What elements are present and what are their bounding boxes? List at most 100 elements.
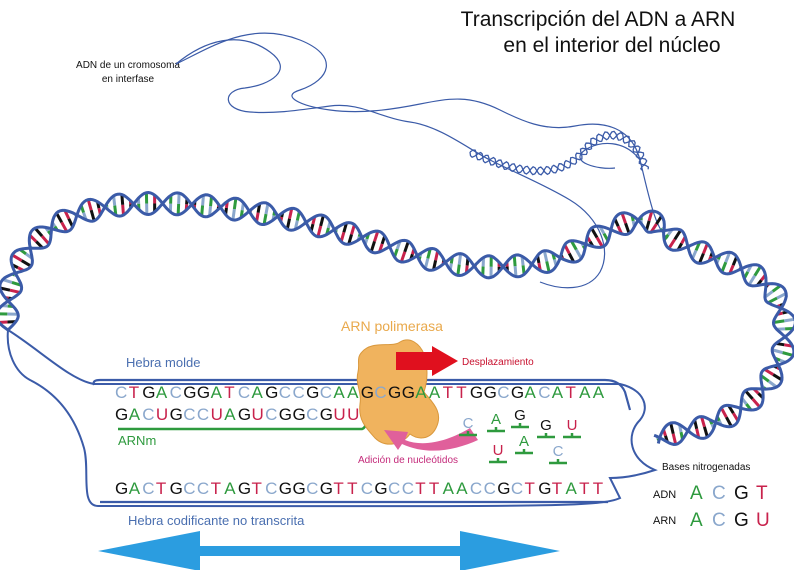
base-pair-rung xyxy=(513,265,518,277)
template-base: A xyxy=(579,383,591,402)
coding-base: T xyxy=(252,479,262,498)
free-nucleotide: A xyxy=(491,411,501,428)
template-base: T xyxy=(456,383,466,402)
base-pair-rung xyxy=(620,212,627,224)
template-base: T xyxy=(224,383,234,402)
mrna-base: A xyxy=(224,405,236,424)
base-pair-rung xyxy=(40,235,51,246)
mrna-base: U xyxy=(252,405,264,424)
chromosome-label-line-1: ADN de un cromosoma xyxy=(76,60,180,71)
base-pair-rung xyxy=(369,241,376,253)
free-nucleotide: G xyxy=(540,417,552,434)
base-pair-rung xyxy=(724,251,732,263)
coding-base: G xyxy=(115,479,128,498)
base-pair-rung xyxy=(784,317,794,323)
coding-base: C xyxy=(388,479,400,498)
template-base: G xyxy=(511,383,524,402)
base-pair-rung xyxy=(403,240,410,253)
coding-base: C xyxy=(265,479,277,498)
template-base: G xyxy=(197,383,210,402)
template-base: A xyxy=(415,383,427,402)
template-base: C xyxy=(170,383,182,402)
base-pair-rung xyxy=(771,348,784,355)
template-base: G xyxy=(361,383,374,402)
mrna-base: G xyxy=(238,405,251,424)
base-pair-rung xyxy=(86,199,93,211)
dna-double-helix xyxy=(0,130,794,447)
coding-base: A xyxy=(566,479,578,498)
base-pair-rung xyxy=(782,351,794,357)
coding-base: T xyxy=(552,479,562,498)
coding-base: C xyxy=(361,479,373,498)
template-base: G xyxy=(402,383,415,402)
template-base: C xyxy=(497,383,509,402)
base-pair-rung xyxy=(89,209,96,222)
base-pair-rung xyxy=(399,251,407,263)
base-pair-rung xyxy=(751,397,761,409)
template-base: G xyxy=(306,383,319,402)
title-line-2: en el interior del núcleo xyxy=(503,34,720,57)
template-base: A xyxy=(252,383,264,402)
base-pair-rung xyxy=(456,264,461,276)
legend-base: G xyxy=(734,483,749,504)
base-pair-rung xyxy=(373,230,380,242)
template-base: C xyxy=(238,383,250,402)
base-pair-rung xyxy=(772,373,783,382)
base-pair-rung xyxy=(285,218,291,230)
base-pair-rung xyxy=(232,197,238,210)
polymerase-label: ARN polimerasa xyxy=(341,318,443,334)
coding-base: T xyxy=(156,479,166,498)
base-pair-rung xyxy=(776,292,787,300)
free-nucleotide: U xyxy=(567,417,578,434)
coding-base: G xyxy=(170,479,183,498)
template-base: A xyxy=(429,383,441,402)
legend-base: T xyxy=(756,483,768,504)
coding-base: C xyxy=(197,479,209,498)
mrna-base: U xyxy=(156,405,168,424)
coding-base: T xyxy=(333,479,343,498)
base-pair-rung xyxy=(11,253,23,262)
base-pair-rung xyxy=(288,208,294,220)
template-backbone xyxy=(92,378,632,411)
legend-base: U xyxy=(756,510,770,531)
legend-base: A xyxy=(690,510,703,531)
base-pair-rung xyxy=(316,225,323,238)
template-base: C xyxy=(115,383,127,402)
mrna-base: C xyxy=(306,405,318,424)
base-pair-rung xyxy=(55,212,63,224)
base-pair-rung xyxy=(542,250,549,262)
template-base: T xyxy=(129,383,139,402)
base-pair-rung xyxy=(0,286,11,292)
base-pair-rung xyxy=(423,258,430,269)
template-base: G xyxy=(470,383,483,402)
legend-base: C xyxy=(712,483,726,504)
template-base: A xyxy=(593,383,605,402)
base-pair-rung xyxy=(671,433,678,445)
legend-base: C xyxy=(712,510,726,531)
template-base: T xyxy=(443,383,453,402)
base-pair-rung xyxy=(120,194,125,205)
helix-backbone-b xyxy=(0,191,794,444)
nucleotide-addition-label: Adición de nucleótidos xyxy=(358,455,458,466)
base-pair-rung xyxy=(426,248,432,259)
coding-base: C xyxy=(484,479,496,498)
coding-base: A xyxy=(224,479,236,498)
base-pair-rung xyxy=(698,252,705,264)
legend-base: G xyxy=(734,510,749,531)
coding-base: T xyxy=(211,479,221,498)
mrna-base: G xyxy=(320,405,333,424)
base-pair-rung xyxy=(673,229,682,241)
base-pair-rung xyxy=(669,422,675,435)
coding-base: C xyxy=(306,479,318,498)
chromatin-fiber xyxy=(175,32,669,289)
base-pair-rung xyxy=(262,213,268,225)
base-pair-rung xyxy=(231,208,236,221)
template-base: A xyxy=(156,383,168,402)
base-pair-rung xyxy=(753,265,762,277)
